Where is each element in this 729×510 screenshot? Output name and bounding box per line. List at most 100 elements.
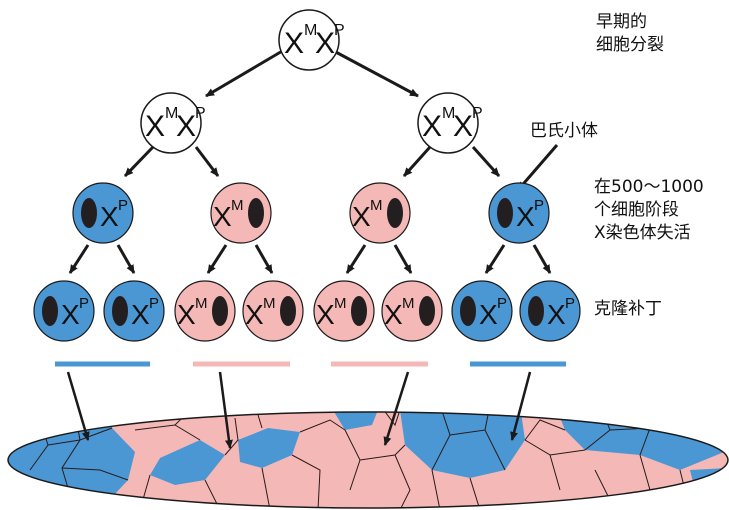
- arrow-l2: [194, 146, 220, 177]
- blue-patch-4: [330, 412, 380, 430]
- arrow-c2b: [254, 244, 274, 274]
- arrow-l1: [123, 145, 155, 178]
- tissue-mosaic: [7, 411, 729, 509]
- paternal-superscript: P: [149, 295, 159, 312]
- arrow-barr-pointer: [516, 144, 559, 191]
- x-active-label: X: [516, 201, 535, 232]
- paternal-superscript: P: [497, 295, 507, 312]
- paternal-superscript: P: [195, 105, 206, 122]
- x-active-label: X: [316, 299, 335, 330]
- barr-body: [351, 296, 367, 326]
- arrow-c4b: [532, 244, 552, 274]
- arrow-patch-3: [383, 371, 410, 446]
- tissue-arrows: [66, 371, 532, 449]
- cell-paternal-active-1: X P: [72, 182, 134, 244]
- tissue-outline: [7, 411, 729, 509]
- arrow-c1b: [116, 244, 136, 274]
- barr-body: [280, 296, 296, 326]
- arrow-zygote-left: [205, 48, 285, 98]
- arrow-patch-1: [66, 371, 90, 441]
- barr-body: [248, 198, 264, 228]
- x-active-label: X: [61, 299, 80, 330]
- x-active-label: X: [547, 299, 566, 330]
- early-division-line-1: 早期的: [596, 12, 647, 32]
- x-maternal-label: X: [145, 110, 165, 143]
- daughter-cell-right: X M X P: [417, 92, 483, 154]
- stage-line-3: X染色体失活: [594, 223, 691, 243]
- arrow-c3b: [393, 244, 413, 274]
- barr-body: [497, 198, 513, 228]
- early-division-line-2: 细胞分裂: [596, 35, 664, 55]
- early-division-label: 早期的 细胞分裂: [596, 11, 664, 57]
- barr-body: [212, 296, 228, 326]
- x-paternal-label: X: [315, 27, 335, 60]
- maternal-superscript: M: [195, 295, 208, 312]
- maternal-superscript: M: [165, 105, 178, 122]
- cell-maternal-active-1: X M: [210, 182, 272, 244]
- arrow-zygote-right: [331, 48, 419, 98]
- cell-paternal-active-2: X P: [488, 182, 550, 244]
- daughter-cell-left: X M X P: [140, 92, 206, 154]
- barr-body: [387, 198, 403, 228]
- x-active-label: X: [100, 201, 119, 232]
- x-active-label: X: [131, 299, 150, 330]
- maternal-superscript: M: [231, 197, 244, 214]
- blue-patch-2: [150, 440, 225, 485]
- arrow-r1: [402, 145, 432, 178]
- maternal-superscript: M: [442, 105, 455, 122]
- blue-patch-3: [238, 428, 300, 468]
- barr-body: [112, 296, 128, 326]
- barr-body: [528, 296, 544, 326]
- maternal-superscript: M: [263, 295, 276, 312]
- barr-body-label: 巴氏小体: [530, 121, 598, 141]
- arrow-r2: [471, 145, 501, 178]
- maternal-superscript: M: [334, 295, 347, 312]
- paternal-superscript: P: [534, 197, 544, 214]
- clone-patch-label: 克隆补丁: [594, 299, 662, 319]
- inactivation-stage-label: 在500～1000 个细胞阶段 X染色体失活: [594, 176, 704, 245]
- cell-maternal-active-2: X M: [349, 182, 411, 244]
- x-maternal-label: X: [422, 110, 442, 143]
- paternal-superscript: P: [565, 295, 575, 312]
- x-active-label: X: [352, 201, 371, 232]
- barr-body: [42, 296, 58, 326]
- x-maternal-label: X: [284, 27, 304, 60]
- maternal-superscript: M: [402, 295, 415, 312]
- x-active-label: X: [213, 201, 232, 232]
- arrow-c4a: [484, 244, 506, 274]
- maternal-superscript: M: [370, 197, 383, 214]
- x-paternal-label: X: [453, 110, 473, 143]
- x-active-label: X: [245, 299, 264, 330]
- x-paternal-label: X: [176, 110, 196, 143]
- blue-patch-7: [690, 468, 728, 508]
- barr-body: [419, 296, 435, 326]
- paternal-superscript: P: [118, 197, 128, 214]
- blue-patch-5: [400, 412, 525, 478]
- barr-body: [81, 198, 97, 228]
- paternal-superscript: P: [334, 22, 345, 39]
- arrow-patch-4: [510, 371, 532, 441]
- maternal-superscript: M: [304, 22, 317, 39]
- lineage-arrows: [68, 48, 559, 274]
- x-active-label: X: [384, 299, 403, 330]
- barr-body: [460, 296, 476, 326]
- paternal-superscript: P: [472, 105, 483, 122]
- x-active-label: X: [479, 299, 498, 330]
- paternal-superscript: P: [79, 295, 89, 312]
- stage-line-2: 个细胞阶段: [594, 200, 679, 220]
- arrow-patch-2: [218, 371, 233, 449]
- x-active-label: X: [177, 299, 196, 330]
- stage-line-1: 在500～1000: [594, 177, 704, 197]
- zygote-cell: X M X P: [278, 9, 345, 71]
- arrow-c3a: [345, 244, 367, 274]
